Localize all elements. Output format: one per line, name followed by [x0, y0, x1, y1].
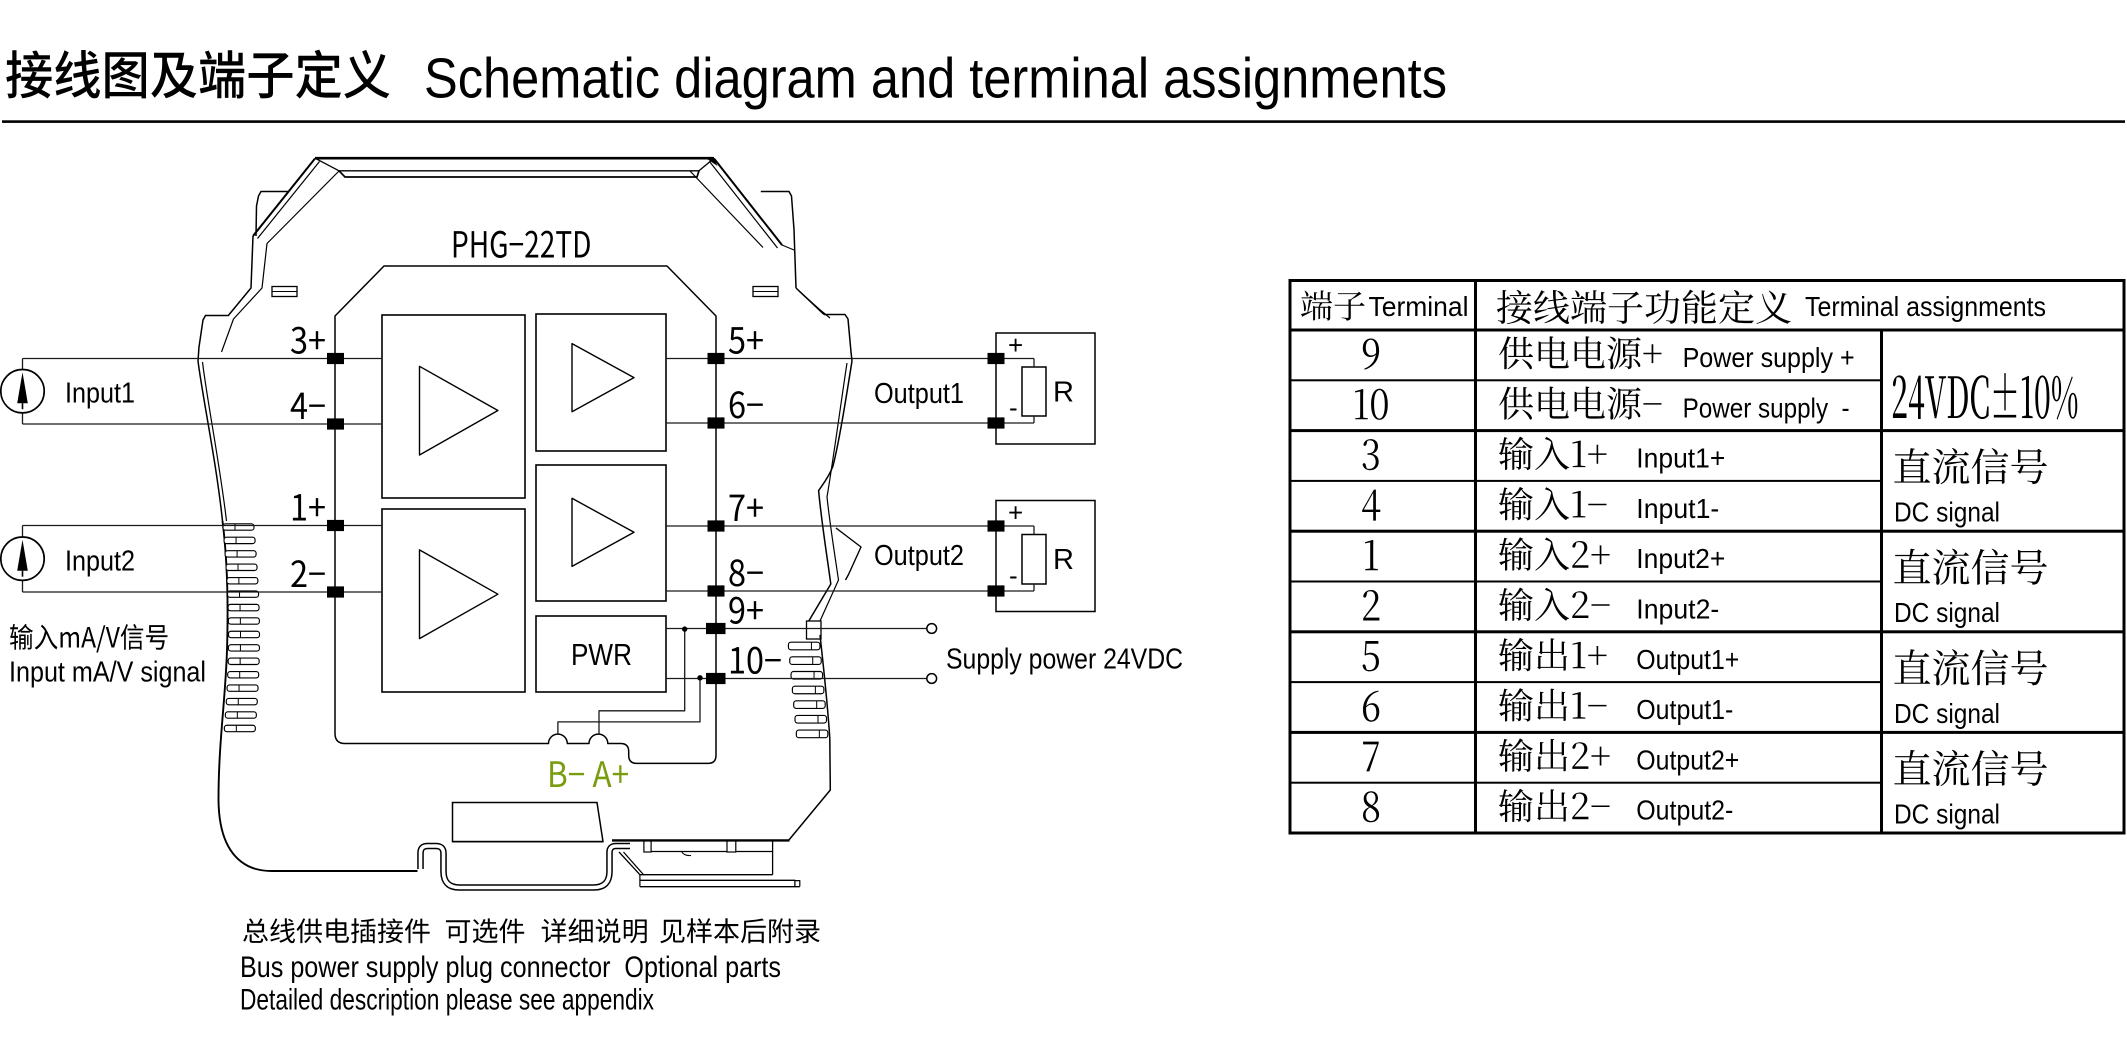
svg-text:Schematic diagram and terminal: Schematic diagram and terminal assignmen…	[424, 47, 1447, 111]
svg-text:Detailed description please se: Detailed description please see appendix	[240, 984, 654, 1017]
svg-text:Power supply -: Power supply -	[1683, 392, 1850, 423]
svg-text:Terminal: Terminal	[1369, 291, 1469, 322]
svg-text:R: R	[1053, 544, 1074, 576]
svg-text:Power supply +: Power supply +	[1683, 342, 1855, 373]
svg-text:Output2+: Output2+	[1636, 744, 1739, 775]
svg-text:-: -	[1009, 561, 1018, 591]
svg-text:Input2-: Input2-	[1636, 594, 1719, 625]
svg-text:Input mA/V signal: Input mA/V signal	[9, 657, 206, 689]
svg-text:Output1-: Output1-	[1636, 694, 1733, 725]
svg-text:Output2-: Output2-	[1636, 795, 1733, 826]
svg-text:Input1: Input1	[65, 378, 135, 410]
svg-text:Supply power 24VDC: Supply power 24VDC	[946, 644, 1183, 676]
svg-text:Output1: Output1	[874, 378, 964, 410]
svg-text:Output1+: Output1+	[1636, 644, 1739, 675]
svg-text:Input1-: Input1-	[1636, 493, 1719, 524]
svg-text:DC signal: DC signal	[1894, 597, 2000, 628]
svg-text:DC signal: DC signal	[1894, 798, 2000, 829]
svg-text:DC signal: DC signal	[1894, 497, 2000, 528]
svg-text:Output2: Output2	[874, 540, 964, 572]
svg-text:PWR: PWR	[571, 638, 632, 672]
svg-text:+: +	[1008, 498, 1023, 528]
svg-text:Bus power supply plug connecto: Bus power supply plug connector Optional…	[240, 951, 781, 984]
svg-text:Terminal assignments: Terminal assignments	[1805, 291, 2046, 322]
svg-text:DC signal: DC signal	[1894, 698, 2000, 729]
svg-text:Input2+: Input2+	[1636, 543, 1725, 574]
svg-text:+: +	[1008, 330, 1023, 360]
svg-text:R: R	[1053, 376, 1074, 408]
svg-text:-: -	[1009, 393, 1018, 423]
svg-text:Input2: Input2	[65, 546, 135, 578]
svg-text:Input1+: Input1+	[1636, 443, 1725, 474]
